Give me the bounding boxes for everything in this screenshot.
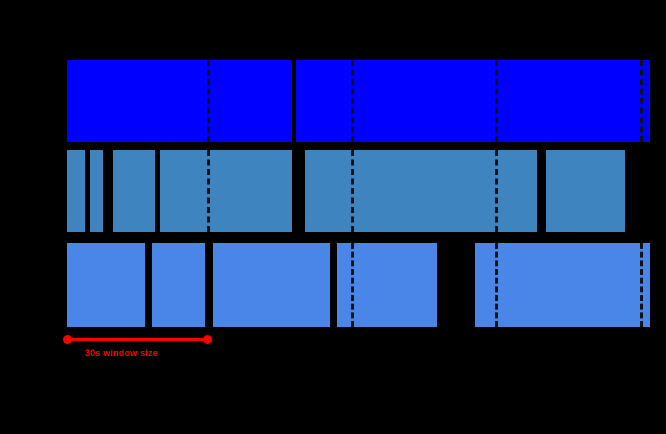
window-boundary-dash [207,60,210,142]
bar-segment [113,150,155,232]
bar-segment [546,150,625,232]
window-boundary-dash [207,150,210,232]
track-middle [0,150,666,232]
track-bottom [0,243,666,327]
bracket-cap-right [203,335,212,344]
window-boundary-dash [640,243,643,327]
window-boundary-dash [351,150,354,232]
track-top [0,60,666,142]
window-boundary-dash [495,243,498,327]
bar-segment [213,243,330,327]
bar-segment [296,60,650,142]
bar-segment [90,150,103,232]
window-boundary-dash [351,243,354,327]
bar-segment [475,243,650,327]
window-size-label: 30s window size [85,348,159,358]
window-boundary-dash [640,60,643,142]
bar-segment [67,60,292,142]
bar-segment [67,150,85,232]
bar-segment [67,243,145,327]
window-boundary-dash [495,150,498,232]
bar-segment [152,243,205,327]
window-boundary-dash [495,60,498,142]
bar-segment [160,150,292,232]
bracket-cap-left [63,335,72,344]
window-size-bracket-line [67,338,207,341]
bar-segment [305,150,537,232]
window-boundary-dash [351,60,354,142]
